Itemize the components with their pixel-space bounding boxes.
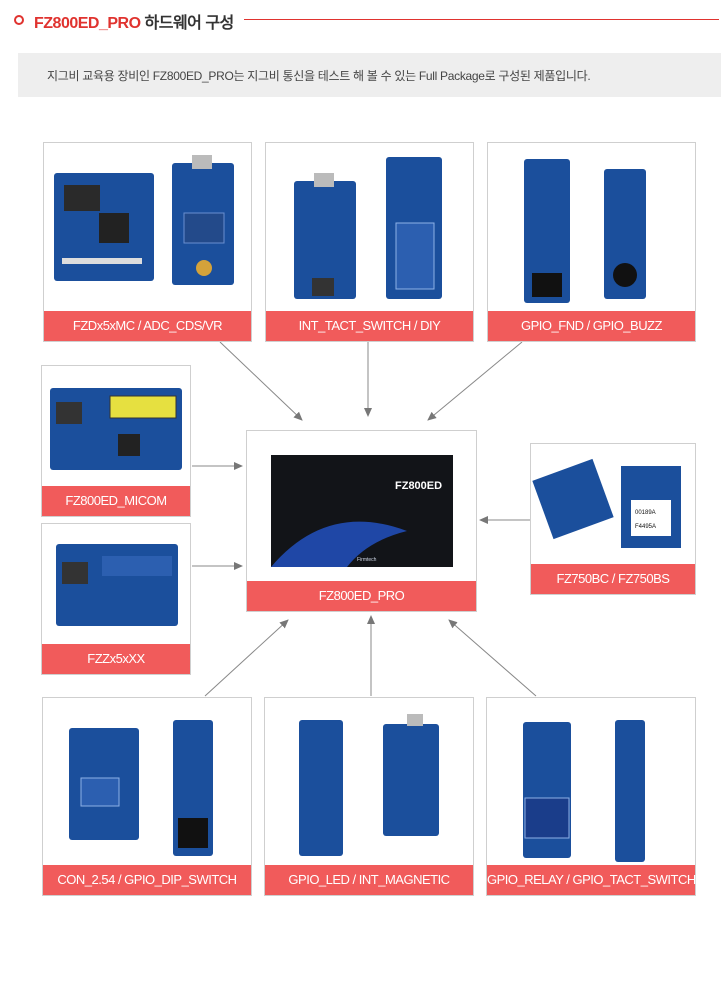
intro-box: 지그비 교육용 장비인 FZ800ED_PRO는 지그비 통신을 테스트 해 볼… <box>18 53 721 97</box>
module-fzzx5xxx: FZZx5xXX <box>41 523 191 675</box>
board-image <box>294 157 442 299</box>
arrow-1 <box>219 341 303 421</box>
module-label: GPIO_RELAY / GPIO_TACT_SWITCH <box>487 865 696 895</box>
box-brand: Firmtech <box>357 557 377 563</box>
module-fz750bc: 00189A F4495A FZ750BC / FZ750BS <box>530 443 696 595</box>
board-image <box>524 159 646 303</box>
module-gpio-led: GPIO_LED / INT_MAGNETIC <box>264 697 474 896</box>
module-fzdx5xmc: FZDx5xMC / ADC_CDS/VR <box>43 142 252 342</box>
arrow-9 <box>448 619 537 697</box>
board-image <box>56 544 178 626</box>
arrow-7 <box>204 619 289 697</box>
module-label: FZ800ED_PRO <box>247 581 476 611</box>
module-int-tact-switch: INT_TACT_SWITCH / DIY <box>265 142 474 342</box>
module-label: GPIO_LED / INT_MAGNETIC <box>265 865 473 895</box>
module-fz800ed-micom: FZ800ED_MICOM <box>41 365 191 517</box>
arrow-3 <box>427 341 523 421</box>
title-suffix: 하드웨어 구성 <box>144 15 235 32</box>
module-label: GPIO_FND / GPIO_BUZZ <box>488 311 695 341</box>
product-box-image: FZ800ED Firmtech <box>271 455 453 567</box>
board-image <box>299 714 439 856</box>
chip-label-2: F4495A <box>635 524 656 530</box>
module-label: FZ800ED_MICOM <box>42 486 190 516</box>
chip-label-1: 00189A <box>635 510 656 516</box>
title-product: FZ800ED_PRO <box>34 15 141 32</box>
module-gpio-relay: GPIO_RELAY / GPIO_TACT_SWITCH <box>486 697 696 896</box>
page-title: FZ800ED_PRO 하드웨어 구성 <box>34 9 234 33</box>
module-label: INT_TACT_SWITCH / DIY <box>266 311 473 341</box>
module-label: FZZx5xXX <box>42 644 190 674</box>
center-product: FZ800ED Firmtech FZ800ED_PRO <box>246 430 477 612</box>
board-image <box>54 155 234 285</box>
header-divider <box>244 19 719 20</box>
section-header: FZ800ED_PRO 하드웨어 구성 <box>0 0 725 40</box>
module-label: FZDx5xMC / ADC_CDS/VR <box>44 311 251 341</box>
module-label: CON_2.54 / GPIO_DIP_SWITCH <box>43 865 251 895</box>
box-text: FZ800ED <box>395 480 442 492</box>
module-gpio-fnd: GPIO_FND / GPIO_BUZZ <box>487 142 696 342</box>
board-image <box>50 388 182 470</box>
circle-bullet-icon <box>14 15 24 25</box>
module-con-2-54: CON_2.54 / GPIO_DIP_SWITCH <box>42 697 252 896</box>
board-image <box>69 720 213 856</box>
board-image <box>523 720 645 862</box>
intro-text: 지그비 교육용 장비인 FZ800ED_PRO는 지그비 통신을 테스트 해 볼… <box>47 69 591 83</box>
module-label: FZ750BC / FZ750BS <box>531 564 695 594</box>
board-image: 00189A F4495A <box>532 458 681 548</box>
